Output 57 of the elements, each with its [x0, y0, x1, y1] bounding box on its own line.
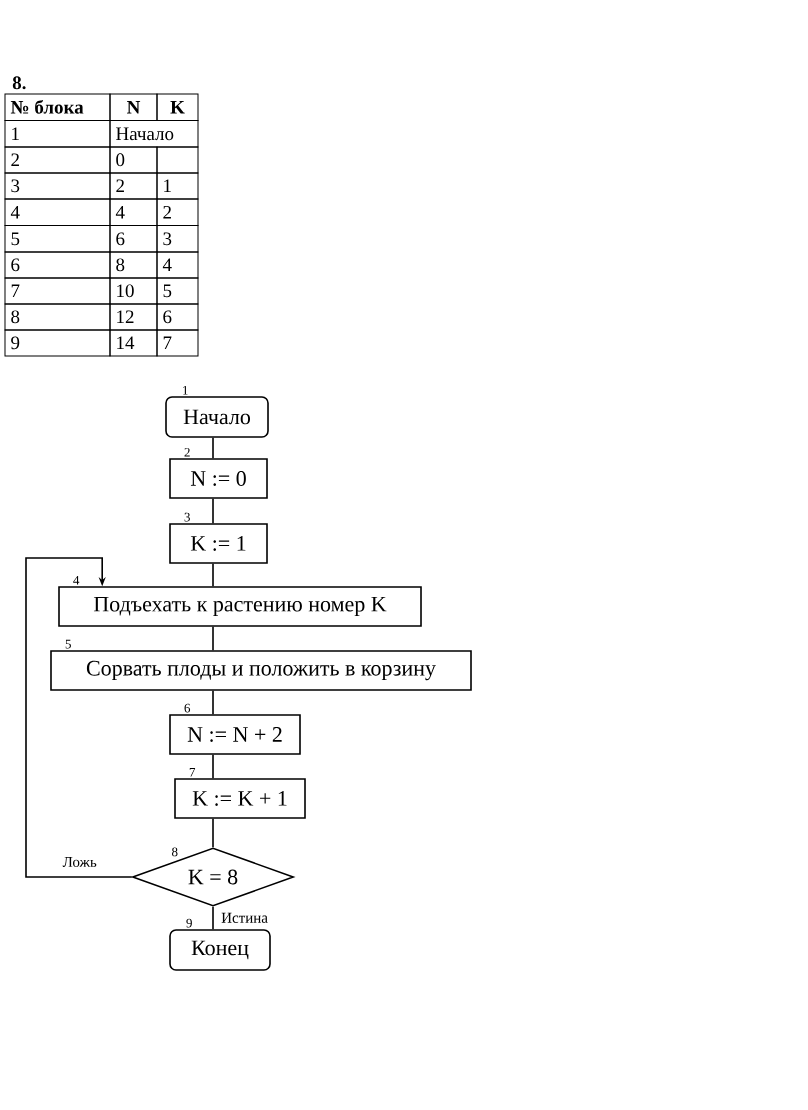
block-number: 9 — [186, 918, 192, 928]
table-cell: 10 — [109, 277, 158, 305]
table-cell: 6 — [156, 303, 199, 331]
table-cell: 1 — [4, 120, 111, 148]
arrow — [25, 557, 133, 878]
table-cell: № блока — [4, 93, 111, 121]
block-number: 2 — [184, 447, 190, 457]
table-cell: 7 — [4, 277, 111, 305]
table-cell: 1 — [156, 172, 199, 200]
table-cell: 0 — [109, 146, 158, 174]
block-number: 8 — [172, 847, 178, 857]
table-cell: 2 — [109, 172, 158, 200]
table-cell: 3 — [4, 172, 111, 200]
table-cell: 12 — [109, 303, 158, 331]
process-box: K := K + 1 — [174, 778, 306, 819]
block-number: 7 — [189, 768, 196, 777]
connector-line — [212, 906, 214, 930]
table-cell: 4 — [109, 198, 158, 226]
terminal-box: Конец — [169, 929, 271, 971]
table-cell: 3 — [156, 225, 199, 253]
process-box: Подъехать к растению номер K — [58, 586, 422, 627]
table-cell: Начало — [109, 120, 199, 148]
block-number: 4 — [73, 575, 80, 585]
connector-line — [212, 498, 214, 524]
connector-line — [212, 563, 214, 587]
table-cell: 2 — [4, 146, 111, 174]
process-box: Сорвать плоды и положить в корзину — [50, 650, 472, 691]
task-number: 8. — [12, 76, 26, 90]
process-box: N := 0 — [169, 458, 268, 499]
connector-line — [212, 754, 214, 779]
connector-line — [212, 437, 214, 459]
table-cell: 14 — [109, 329, 158, 357]
process-box: K := 1 — [169, 523, 268, 564]
table-cell: N — [109, 93, 158, 121]
table-cell: 7 — [156, 329, 199, 357]
edge-label: Ложь — [61, 856, 98, 868]
table-cell: 9 — [4, 329, 111, 357]
block-number: 3 — [184, 512, 190, 522]
process-box: N := N + 2 — [169, 714, 301, 755]
terminal-box: Начало — [165, 396, 269, 438]
connector-line — [212, 690, 214, 715]
table-cell: 8 — [4, 303, 111, 331]
table-cell: 6 — [109, 225, 158, 253]
table-cell: 5 — [156, 277, 199, 305]
table-cell: 2 — [156, 198, 199, 226]
table-cell: 4 — [156, 251, 199, 279]
connector-line — [212, 818, 214, 848]
block-number: 6 — [184, 703, 191, 713]
edge-label: Истина — [220, 911, 269, 924]
table-cell: 6 — [4, 251, 111, 279]
block-number: 5 — [65, 639, 71, 649]
table-cell: 8 — [109, 251, 158, 279]
table-cell: K — [156, 93, 199, 121]
table-cell: 4 — [4, 198, 111, 226]
connector-line — [212, 626, 214, 651]
block-number: 1 — [183, 385, 188, 395]
table-cell: 5 — [4, 225, 111, 253]
